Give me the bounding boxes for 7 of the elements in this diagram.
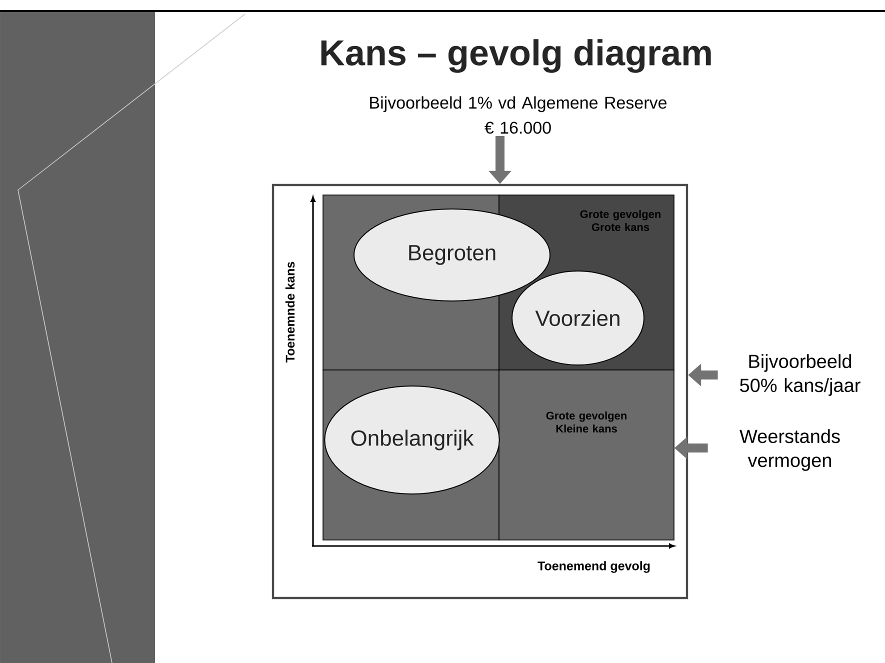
quadrant: Grote gevolgen Kleine kans: [498, 370, 674, 540]
diagram-title: Kans – gevolg diagram: [321, 39, 711, 73]
annotation-text: Bijvoorbeeld 1% vd Algemene Reserve € 16.000: [370, 96, 666, 134]
annotation-text: Bijvoorbeeld 50% kans/jaar: [740, 354, 860, 396]
axis-label: Toenemend gevolg: [538, 561, 650, 573]
axis-label: Toenemnde kans: [285, 262, 295, 362]
annotation-text: Weerstands vermogen: [740, 429, 840, 471]
